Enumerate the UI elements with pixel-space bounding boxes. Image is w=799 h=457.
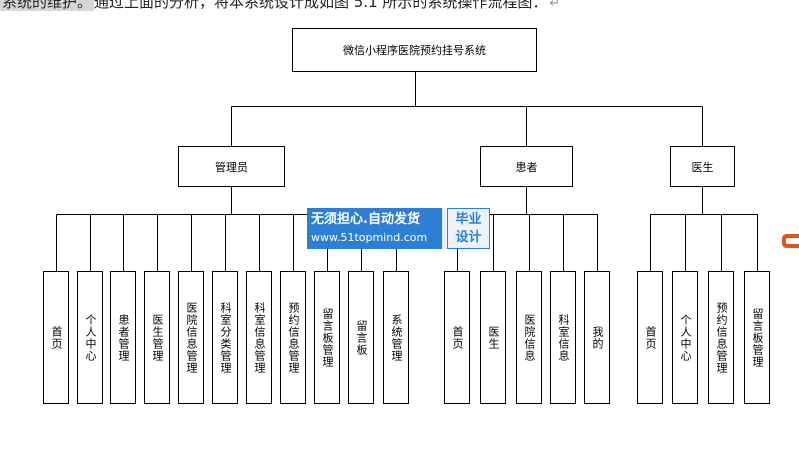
leaf-node: 预约信息管理 [708,271,734,404]
role-label: 患者 [515,160,538,174]
root-label: 微信小程序医院预约挂号系统 [343,44,486,57]
leaf-node: 医院信息管理 [178,271,204,404]
leaf-label: 首页 [50,325,63,350]
leaf-label: 首页 [644,325,657,350]
leaf-node: 留言板管理 [744,271,770,404]
leaf-node: 首页 [444,271,470,404]
leaf-node: 个人中心 [672,271,698,404]
leaf-label: 留言板管理 [321,307,334,368]
watermark-line1: 无须担心.自动发货 [311,212,420,227]
leaf-label: 首页 [451,325,464,350]
watermark-badge-line1: 毕业 [455,212,482,227]
leaf-node: 个人中心 [77,271,103,404]
leaf-node: 预约信息管理 [280,271,306,404]
leaf-label: 系统管理 [390,313,403,362]
root-node: 微信小程序医院预约挂号系统 [292,28,537,72]
leaf-label: 预约信息管理 [715,301,728,374]
leaf-label: 医生管理 [151,313,164,362]
leaf-node: 科室信息管理 [246,271,272,404]
leaf-node: 留言板管理 [314,271,340,404]
leaf-node: 科室信息 [550,271,576,404]
leaf-label: 科室信息 [557,313,570,362]
leaf-label: 医院信息 [523,313,536,362]
role-label: 医生 [691,160,714,174]
watermark-badge-line2: 设计 [455,230,482,245]
watermark-banner: 无须担心.自动发货 www.51topmind.com 毕业 设计 [307,208,490,249]
leaf-node: 系统管理 [383,271,409,404]
leaf-node: 患者管理 [110,271,136,404]
role-node-patient: 患者 [480,146,573,187]
leaf-label: 医生 [487,325,500,350]
leaf-label: 医院信息管理 [185,301,198,374]
leaf-label: 科室分类管理 [219,301,232,374]
leaf-node: 首页 [43,271,69,404]
leaf-label: 患者管理 [117,313,130,362]
leaf-label: 我的 [591,325,604,350]
leaf-node: 医生 [480,271,506,404]
return-mark-icon: ↵ [549,0,561,11]
leaf-label: 留言板管理 [751,307,764,368]
watermark-badge: 毕业 设计 [447,208,490,249]
role-node-doctor: 医生 [670,146,735,187]
watermark-url: www.51topmind.com [311,231,428,244]
leaf-label: 预约信息管理 [287,301,300,374]
leaf-node: 我的 [584,271,610,404]
leaf-node: 留言板 [348,271,374,404]
leaf-label: 留言板 [355,319,368,356]
leaf-node: 首页 [637,271,663,404]
leaf-node: 医院信息 [516,271,542,404]
leaf-node: 科室分类管理 [212,271,238,404]
watermark-text-block: 无须担心.自动发货 www.51topmind.com [307,208,442,249]
role-node-admin: 管理员 [178,146,285,187]
leaf-node: 医生管理 [144,271,170,404]
highlighted-text: 系统的维护。 [0,0,95,11]
app-logo-icon [782,234,799,248]
leaf-label: 科室信息管理 [253,301,266,374]
paragraph-text: 通过上面的分析，将本系统设计成如图 5.1 所示的系统操作流程图： [94,0,548,11]
document-text-line: 系统的维护。通过上面的分析，将本系统设计成如图 5.1 所示的系统操作流程图：↵ [0,0,799,17]
leaf-label: 个人中心 [84,313,97,362]
leaf-label: 个人中心 [679,313,692,362]
role-label: 管理员 [215,160,248,174]
